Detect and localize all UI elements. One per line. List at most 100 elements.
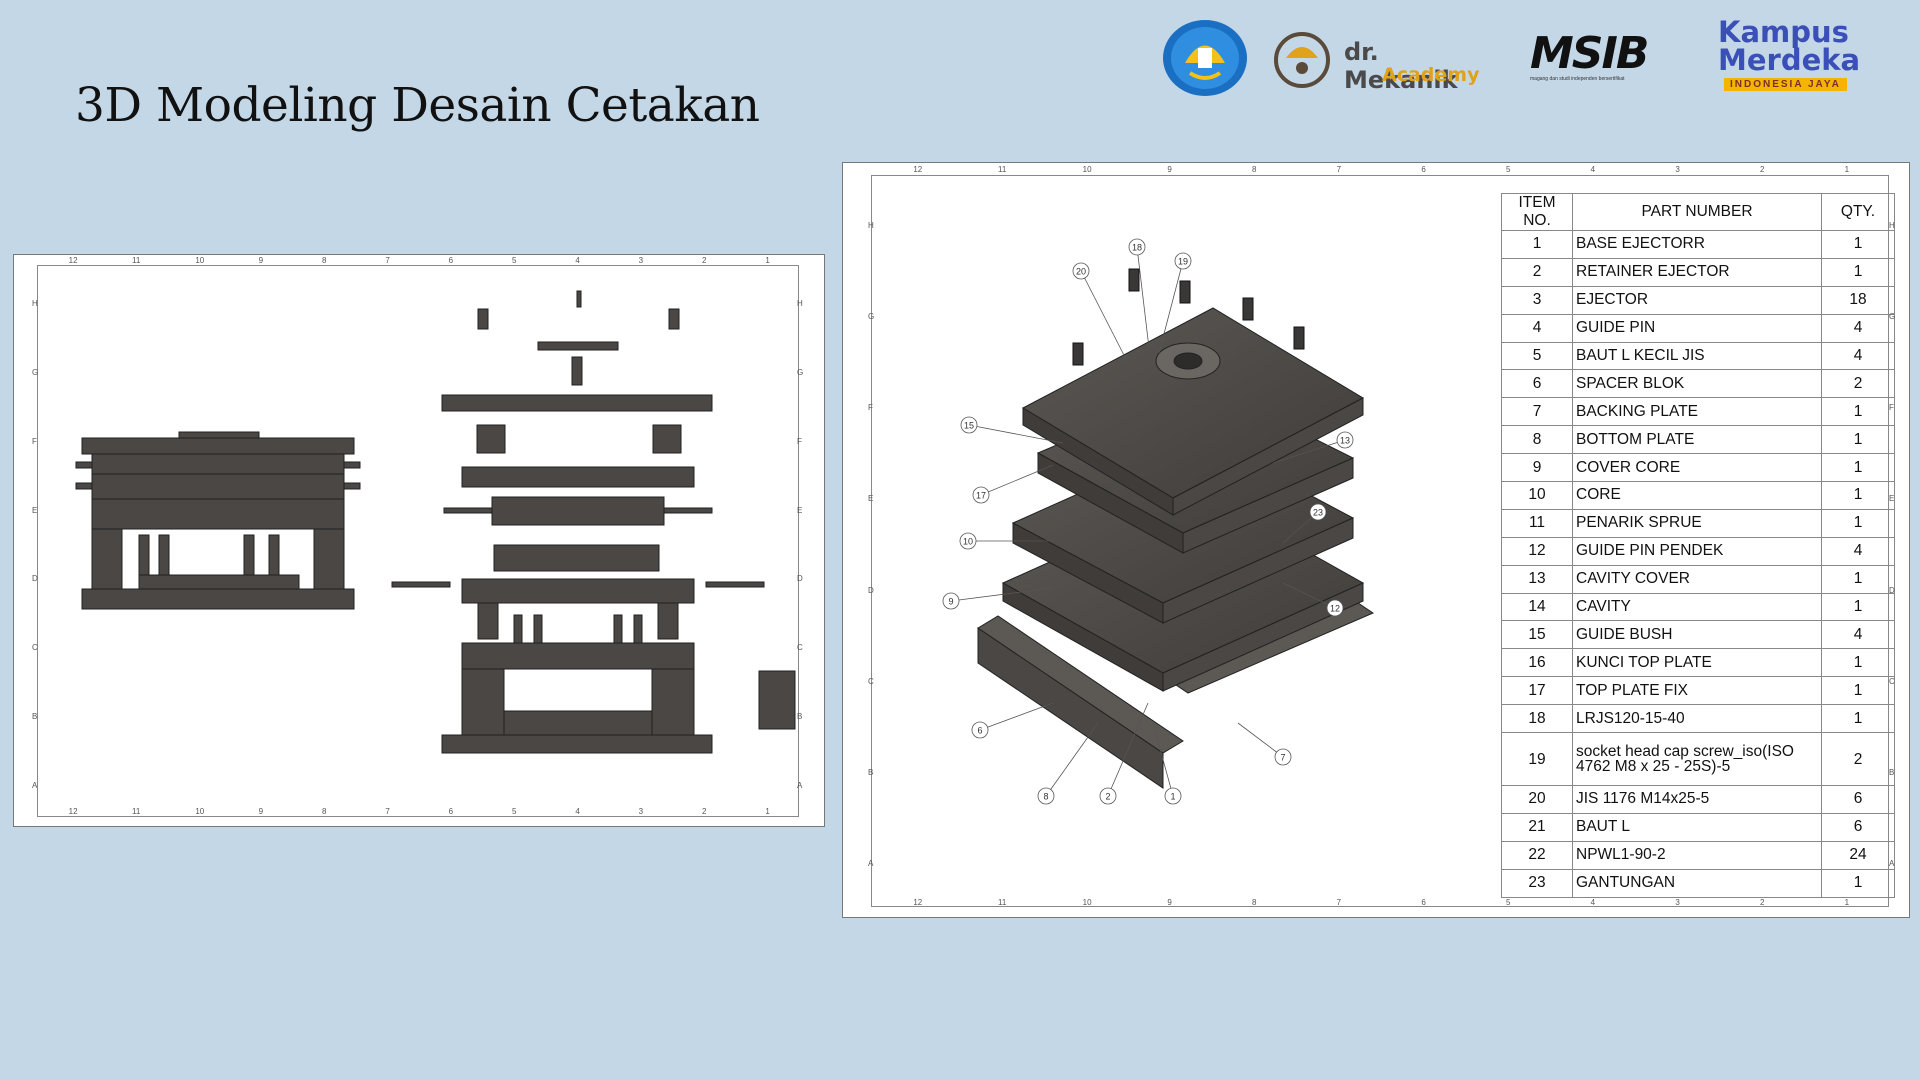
bom-part-number: BOTTOM PLATE	[1572, 425, 1822, 455]
ruler-number: 4	[1590, 898, 1596, 907]
ruler-number: 12	[913, 898, 923, 907]
balloon-circle	[1174, 252, 1192, 270]
ruler-letter: H	[32, 299, 38, 309]
bom-item-no: 2	[1501, 257, 1573, 287]
ruler-number: 7	[385, 256, 390, 265]
balloon-circle	[1072, 262, 1090, 280]
ruler-number: 11	[998, 165, 1007, 174]
ruler-number: 9	[258, 256, 264, 265]
bom-part-number: GUIDE BUSH	[1572, 620, 1822, 650]
bom-part-number: BACKING PLATE	[1572, 397, 1822, 427]
bom-qty: 4	[1821, 341, 1895, 371]
ruler-number: 1	[765, 256, 770, 265]
balloon-circle	[960, 416, 978, 434]
ruler-letter: C	[32, 643, 38, 653]
bom-qty: 1	[1821, 425, 1895, 455]
bom-part-number: NPWL1-90-2	[1572, 840, 1822, 870]
bom-header-item: ITEM NO.	[1501, 193, 1573, 231]
bom-item-no: 16	[1501, 648, 1573, 678]
ruler-number: 11	[132, 256, 141, 265]
ruler-number: 4	[575, 256, 580, 265]
balloon-callouts	[950, 246, 1346, 797]
ruler-number: 9	[258, 807, 264, 816]
ruler-letter: B	[868, 768, 874, 778]
ruler-number: 4	[575, 807, 580, 816]
balloon-circle	[1274, 748, 1292, 766]
balloon-circle	[1037, 787, 1055, 805]
balloon-label: 15	[964, 421, 974, 431]
ruler-number: 1	[765, 807, 770, 816]
ruler-number: 10	[195, 256, 205, 265]
ruler-number: 12	[913, 165, 923, 174]
msib-text: MSIB	[1530, 28, 1649, 79]
bom-item-no: 19	[1501, 732, 1573, 787]
ruler-number: 2	[702, 807, 707, 816]
kemendikbud-logo	[1163, 20, 1247, 96]
ruler-number: 3	[1675, 898, 1680, 907]
ruler-number: 8	[322, 807, 327, 816]
bom-qty: 1	[1821, 704, 1895, 734]
ruler-letter: A	[868, 859, 874, 869]
balloon-label: 8	[1043, 792, 1048, 802]
ruler-number: 3	[1675, 165, 1680, 174]
ruler-letter: G	[1889, 311, 1896, 321]
bom-item-no: 9	[1501, 453, 1573, 483]
kampus-line2: Merdeka	[1718, 43, 1861, 77]
ruler-number: 8	[1252, 898, 1257, 907]
academy-name-line1: dr. Mekanik	[1344, 38, 1458, 94]
ruler-number: 9	[1167, 898, 1172, 907]
bom-part-number: BAUT L	[1572, 812, 1822, 842]
bom-item-no: 22	[1501, 840, 1573, 870]
bom-item-no: 1	[1501, 230, 1573, 259]
kampus-merdeka-logo: Kampus Merdeka INDONESIA JAYA	[1718, 18, 1888, 98]
ruler-letter: A	[1889, 859, 1895, 869]
balloon-circle	[959, 532, 977, 550]
bom-part-number: LRJS120-15-40	[1572, 704, 1822, 734]
bom-part-number: GUIDE PIN	[1572, 313, 1822, 343]
bom-item-no: 7	[1501, 397, 1573, 427]
bom-qty: 1	[1821, 592, 1895, 622]
bom-part-number: SPACER BLOK	[1572, 369, 1822, 399]
bom-item-no: 20	[1501, 785, 1573, 814]
ruler-number: 4	[1590, 165, 1596, 174]
ruler-number: 6	[1421, 898, 1426, 907]
balloon-circle	[1336, 431, 1354, 449]
ruler-number: 1	[1844, 898, 1850, 907]
ruler-letter: G	[797, 368, 804, 378]
ruler-number: 12	[68, 256, 78, 265]
bom-qty: 1	[1821, 397, 1895, 427]
bom-qty: 1	[1821, 453, 1895, 483]
balloon-circle	[942, 592, 960, 610]
balloon-circle	[1326, 599, 1344, 617]
bom-part-number: socket head cap screw_iso(ISO 4762 M8 x …	[1572, 732, 1822, 787]
balloon-label: 17	[976, 491, 986, 501]
ruler-number: 2	[1760, 898, 1765, 907]
bom-part-number: JIS 1176 M14x25-5	[1572, 785, 1822, 814]
bom-item-no: 23	[1501, 868, 1573, 898]
bom-qty: 1	[1821, 508, 1895, 538]
balloon-label: 1	[1170, 792, 1175, 802]
ruler-letter: H	[797, 299, 803, 309]
bom-qty: 2	[1821, 732, 1895, 787]
ruler-letter: E	[32, 505, 38, 515]
ruler-number: 5	[512, 807, 517, 816]
bom-part-number: EJECTOR	[1572, 285, 1822, 315]
ruler-letter: C	[1889, 676, 1895, 686]
bom-item-no: 11	[1501, 508, 1573, 538]
ruler-letter: F	[32, 436, 37, 446]
ruler-letter: G	[868, 311, 875, 321]
ruler-letter: H	[1889, 220, 1895, 230]
bom-header-qty: QTY.	[1821, 193, 1895, 231]
bom-item-no: 10	[1501, 481, 1573, 510]
bom-item-no: 4	[1501, 313, 1573, 343]
bom-item-no: 8	[1501, 425, 1573, 455]
ruler-letter: B	[797, 711, 803, 721]
